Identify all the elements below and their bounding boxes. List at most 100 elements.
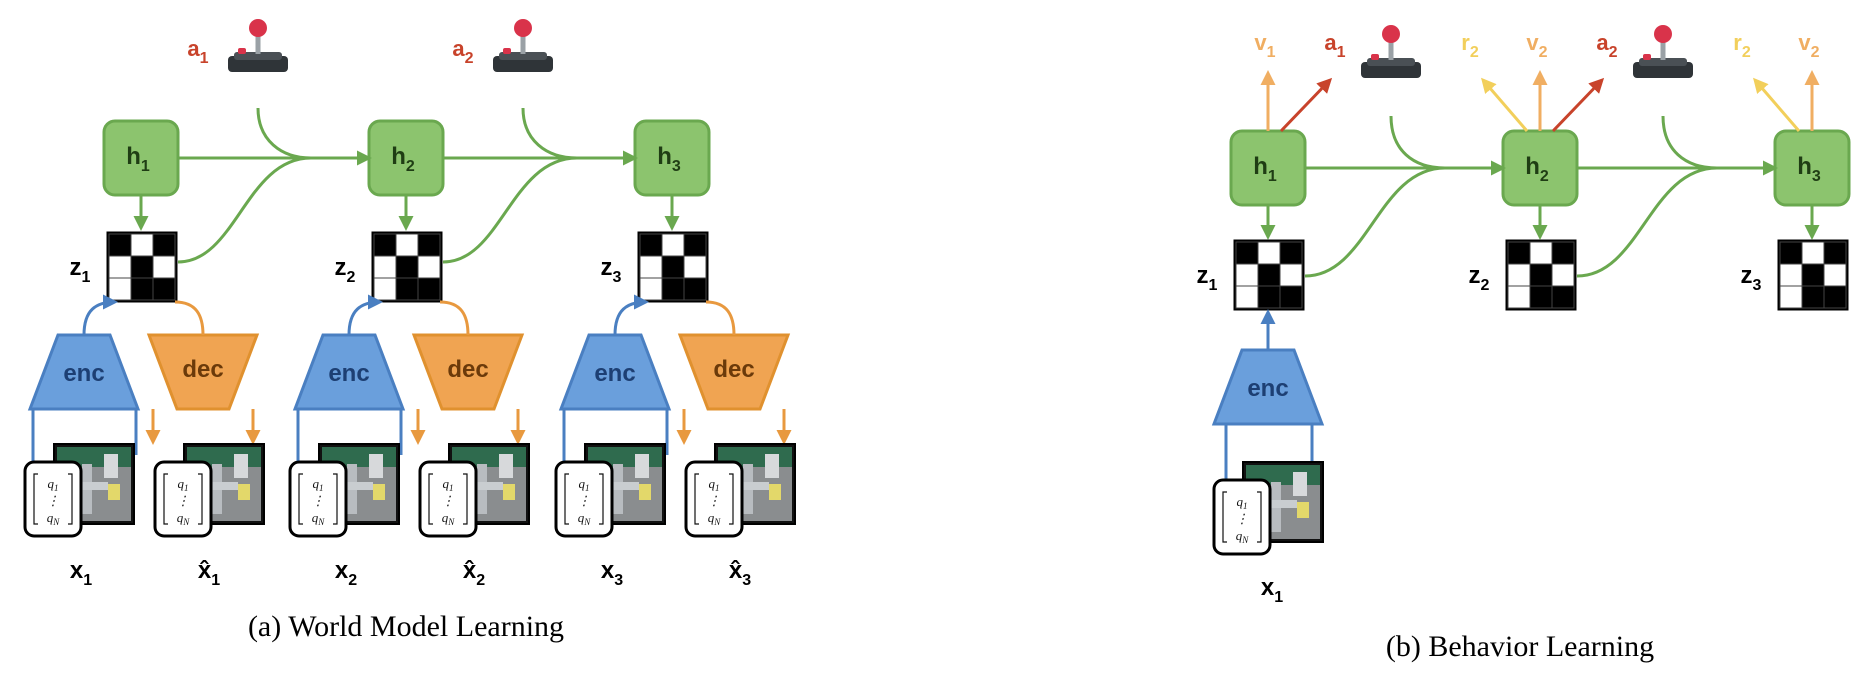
action-to-next-h-line [256, 107, 312, 160]
encoder-block [292, 333, 406, 411]
image-gripper [499, 454, 513, 478]
proprio-bottom: qN [578, 510, 592, 527]
bracket-left [564, 473, 569, 525]
image-object [1297, 502, 1309, 518]
joystick-top [1639, 58, 1687, 66]
image-robot-joint [729, 482, 769, 490]
latent-cell [1529, 263, 1553, 287]
image-gripper [104, 454, 118, 478]
proprio-vector-icon [684, 460, 744, 538]
xhat-label: x̂2 [463, 557, 485, 589]
caption-a: (a) World Model Learning [248, 610, 564, 643]
latent-cell [1779, 285, 1803, 309]
latent-cell [1551, 285, 1575, 309]
panel-a-z2: z2 [335, 231, 443, 303]
latent-cell [1507, 285, 1531, 309]
latent-cell [1551, 263, 1575, 287]
proprio-top: q1 [313, 476, 324, 493]
latent-cell [1257, 263, 1281, 287]
value-label: v2 [1526, 30, 1547, 61]
bracket-right [198, 473, 203, 525]
encoder-label: enc [594, 360, 635, 387]
proprio-vector-icon [153, 460, 213, 538]
bracket-left [163, 473, 168, 525]
latent-cell [1823, 263, 1847, 287]
z-label: z3 [1741, 262, 1762, 294]
action-to-next-h-line [1661, 115, 1718, 170]
panel-b-z3: z3 [1741, 239, 1849, 311]
proprio-top: q1 [48, 476, 59, 493]
latent-cell [417, 233, 441, 257]
enc-to-z-arrow [347, 294, 383, 336]
latent-cell [417, 277, 441, 301]
latent-cell [1235, 241, 1259, 265]
bracket-left [1222, 491, 1227, 543]
action-label: a1 [187, 36, 208, 67]
panel-a-xhat1-vector: q1⋮qN [153, 460, 213, 538]
z-label: z2 [335, 254, 356, 286]
panel-a-x1-vector: q1⋮qN [23, 460, 83, 538]
image-object [373, 484, 385, 500]
latent-cell [1779, 263, 1803, 287]
decoder-block [411, 333, 525, 411]
reward-arrow [1753, 77, 1801, 132]
image-object [238, 484, 250, 500]
latent-cell [1529, 241, 1553, 265]
panel-a-xhat2-vector: q1⋮qN [418, 460, 478, 538]
encoder-label: enc [1247, 375, 1288, 402]
proprio-mid: ⋮ [578, 493, 591, 508]
x-label: x1 [1261, 574, 1283, 606]
latent-cell [1507, 241, 1531, 265]
panel-a-dec3: dec [677, 333, 791, 411]
panel-a-x3-image [584, 443, 666, 525]
panel-a-joystick2 [493, 19, 553, 72]
joystick-icon [1654, 25, 1672, 43]
image-object [769, 484, 781, 500]
image-robot-joint [463, 482, 503, 490]
latent-cell [152, 277, 176, 301]
encoder-block [27, 333, 141, 411]
h-label: h3 [657, 143, 681, 175]
joystick-button [1643, 54, 1651, 60]
bracket-right [599, 473, 604, 525]
latent-cell [373, 233, 397, 257]
latent-cell [1779, 241, 1803, 265]
panel-a-xhat3-vector: q1⋮qN [684, 460, 744, 538]
latent-cell [1823, 285, 1847, 309]
image-object [503, 484, 515, 500]
reward-arrow [1481, 77, 1529, 132]
joystick-icon [1382, 25, 1400, 43]
encoder-block [1211, 348, 1325, 426]
decoder-block [677, 333, 791, 411]
joystick-stick [520, 30, 526, 54]
latent-cell [639, 255, 663, 279]
proprio-vector-icon [288, 460, 348, 538]
latent-cell [683, 233, 707, 257]
panel-b-joystick2 [1633, 25, 1693, 78]
latent-cell [108, 277, 132, 301]
reward-label: r2 [1733, 30, 1751, 61]
joystick-top [499, 52, 547, 60]
xhat-label: x̂3 [729, 557, 751, 589]
latent-cell [1279, 263, 1303, 287]
joystick-top [1367, 58, 1415, 66]
latent-cell [373, 277, 397, 301]
image-gripper [765, 454, 779, 478]
joystick-icon [514, 19, 532, 37]
latent-cell [1801, 263, 1825, 287]
proprio-top: q1 [709, 476, 720, 493]
proprio-top: q1 [178, 476, 189, 493]
h-label: h2 [1525, 153, 1549, 185]
proprio-vector-icon [1212, 478, 1272, 556]
image-robot-joint [333, 482, 373, 490]
latent-cell [130, 277, 154, 301]
joystick-stick [1660, 36, 1666, 60]
bracket-right [729, 473, 734, 525]
reward-label: r2 [1461, 30, 1479, 61]
bracket-left [33, 473, 38, 525]
panel-b-z2: z2 [1469, 239, 1577, 311]
proprio-mid: ⋮ [177, 493, 190, 508]
h-label: h1 [126, 143, 150, 175]
z-to-next-h-line [1304, 166, 1446, 278]
